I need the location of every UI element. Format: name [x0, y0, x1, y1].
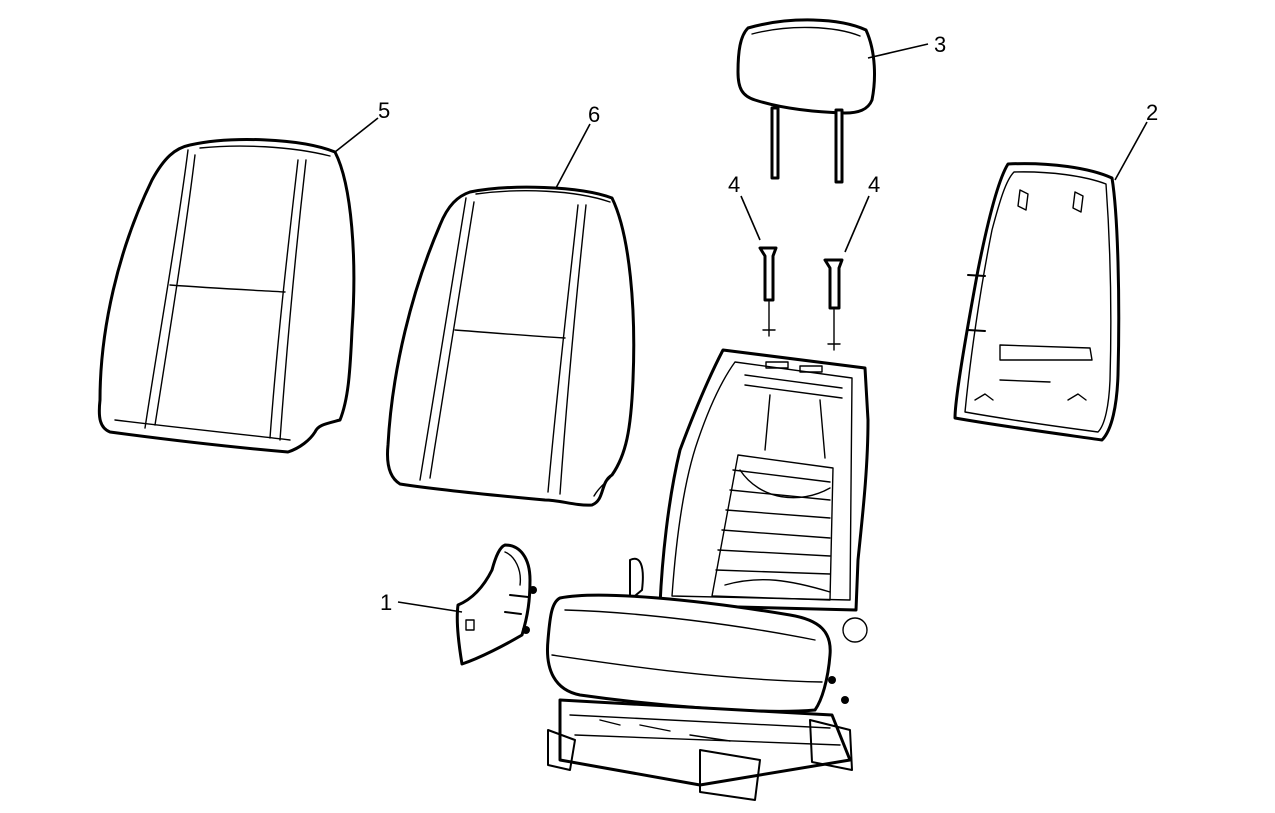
part-5-seat-back-cover [97, 138, 356, 454]
part-4-headrest-guide-right [823, 258, 844, 351]
callout-3: 3 [934, 32, 946, 57]
part-1-side-trim-panel [455, 543, 537, 666]
callout-4-left: 4 [728, 172, 740, 197]
seat-frame-assembly [545, 348, 870, 801]
callout-6: 6 [588, 102, 600, 127]
callout-leaders [334, 43, 1148, 613]
part-2-seat-back-panel [953, 162, 1121, 442]
callout-1: 1 [380, 590, 392, 615]
part-3-headrest [736, 18, 876, 184]
callout-4-right: 4 [868, 172, 880, 197]
callout-5: 5 [378, 98, 390, 123]
callout-2: 2 [1146, 100, 1158, 125]
part-4-headrest-guide-left [758, 246, 778, 337]
part-6-seat-back-pad [386, 185, 636, 507]
